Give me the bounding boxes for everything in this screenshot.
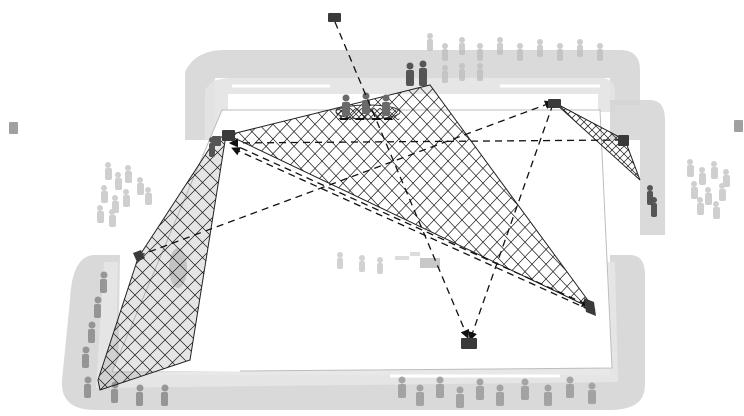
- link-cam-far-left-to-cam-lower-right: [229, 142, 591, 307]
- camera-icon: [222, 130, 235, 141]
- grid-line: [0, 130, 75, 395]
- grid-line: [335, 108, 348, 120]
- grid-line: [0, 80, 76, 315]
- grid-line: [109, 135, 226, 390]
- grid-line: [139, 135, 226, 390]
- grid-line: [98, 135, 226, 390]
- grid-line: [511, 85, 595, 310]
- grid-line: [525, 85, 595, 310]
- grid-line: [98, 135, 191, 390]
- grid-line: [0, 80, 34, 315]
- camera-icon: [461, 338, 477, 349]
- grid-line: [395, 108, 400, 120]
- grid-line: [98, 135, 226, 390]
- grid-line: [0, 80, 49, 315]
- grid-line: [0, 80, 62, 315]
- grid-line: [370, 85, 595, 310]
- grid-line: [0, 80, 63, 315]
- grid-line: [497, 85, 595, 310]
- grid-line: [98, 135, 226, 390]
- link-cam-lower-right-to-cam-far-left: [231, 147, 591, 311]
- grid-line: [0, 80, 21, 315]
- grid-line: [0, 130, 30, 395]
- player-right-edge: [647, 185, 657, 217]
- arena-floor: [111, 109, 613, 373]
- grid-line: [665, 80, 744, 315]
- spectator-group-right: [687, 159, 730, 219]
- grid-line: [0, 80, 7, 315]
- grid-line: [342, 85, 567, 310]
- camera-icon: [328, 13, 341, 22]
- grid-line: [98, 135, 176, 390]
- blurred-person: [169, 248, 187, 288]
- grid-line: [124, 135, 226, 390]
- grid-line: [149, 135, 226, 390]
- link-cam-top-to-cam-bottom: [334, 21, 470, 339]
- grid-line: [98, 135, 206, 390]
- grid-line: [0, 130, 70, 395]
- cameras: [9, 13, 743, 349]
- grid-line: [672, 98, 744, 185]
- grid-line: [0, 80, 6, 315]
- walkway-far: [185, 50, 640, 140]
- grid-line: [656, 98, 743, 185]
- grid-line: [0, 130, 55, 395]
- spectator-group-bottom: [398, 376, 596, 408]
- camera-icon: [584, 298, 596, 316]
- camera-links: [137, 21, 623, 341]
- grid-line: [0, 80, 20, 315]
- grid-line: [382, 108, 400, 120]
- link-cam-upper-right-to-cam-bottom: [468, 103, 554, 341]
- player-group-top: [335, 92, 401, 120]
- spectator-group-left: [97, 162, 152, 227]
- grid-line: [98, 135, 226, 390]
- walkway-stripes: [125, 84, 632, 378]
- camera-icon: [548, 99, 561, 108]
- camera-icon: [212, 136, 221, 146]
- grid-line: [616, 103, 640, 180]
- grid-line: [0, 80, 35, 315]
- camera-icon: [734, 120, 743, 132]
- grid-line: [98, 135, 226, 390]
- walkway-far-inner: [205, 78, 615, 140]
- grid-line: [0, 80, 77, 315]
- grid-line: [98, 135, 226, 390]
- camera-icon: [133, 250, 145, 262]
- grid-line: [98, 135, 226, 390]
- camera-icon: [9, 122, 18, 134]
- grid-line: [0, 130, 25, 395]
- grid-line: [0, 130, 60, 395]
- grid-line: [98, 135, 226, 390]
- link-cam-right-to-cam-far-left: [229, 138, 623, 148]
- grid-line: [0, 130, 40, 395]
- grid-line: [0, 130, 45, 395]
- grid-line: [0, 80, 48, 315]
- player-pair-far: [406, 60, 427, 86]
- grid-line: [555, 103, 585, 180]
- grid-line: [356, 85, 581, 310]
- camera-icon: [618, 135, 629, 146]
- spectator-group-left-near: [82, 271, 169, 406]
- grid-line: [98, 135, 221, 390]
- grid-line: [98, 135, 161, 390]
- grid-line: [0, 130, 10, 395]
- grid-line: [347, 108, 366, 120]
- grid-line: [728, 98, 744, 185]
- spectator-group-top: [427, 33, 603, 83]
- arena-structure: [61, 50, 665, 410]
- grid-line: [735, 80, 744, 315]
- grid-line: [164, 135, 226, 390]
- link-cam-left-to-cam-upper-right: [137, 100, 554, 257]
- grid-line: [0, 130, 15, 395]
- spectator-group-center: [337, 252, 440, 274]
